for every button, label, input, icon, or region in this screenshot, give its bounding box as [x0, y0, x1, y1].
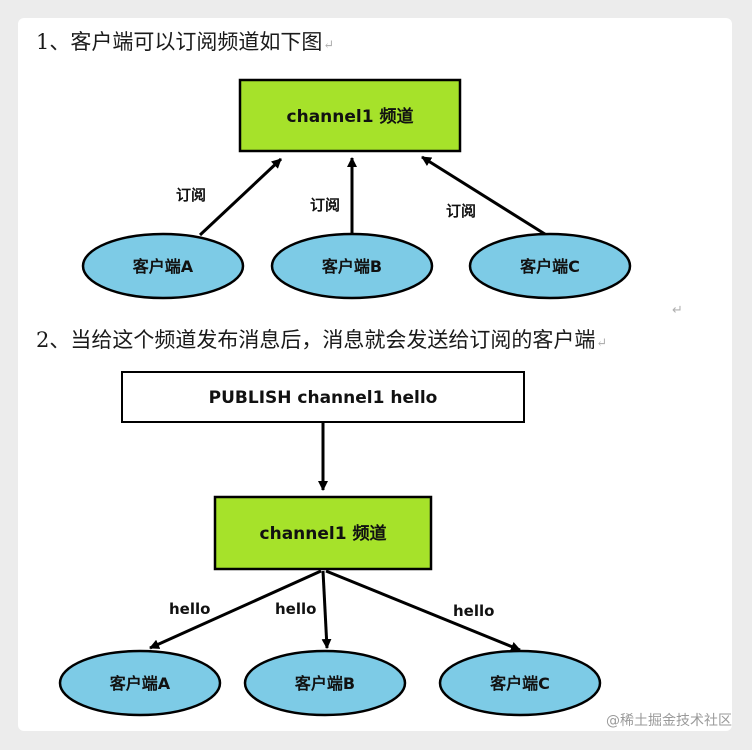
arrow-label-hello: hello	[169, 600, 210, 618]
client-c-label: 客户端C	[490, 674, 550, 693]
heading-publish-text: 2、当给这个频道发布消息后，消息就会发送给订阅的客户端	[36, 328, 596, 352]
client-a-label: 客户端A	[133, 257, 194, 276]
arrow-label-subscribe: 订阅	[176, 186, 206, 204]
deliver-arrow-b	[321, 570, 332, 649]
channel-label: channel1 频道	[260, 523, 387, 544]
arrow-label-hello: hello	[275, 600, 316, 618]
client-c-node	[438, 649, 602, 717]
client-c-node	[468, 232, 632, 300]
arrow-label-subscribe: 订阅	[446, 202, 476, 220]
subscribe-arrow-a	[198, 157, 283, 237]
client-c-label: 客户端C	[520, 257, 580, 276]
heading-publish: 2、当给这个频道发布消息后，消息就会发送给订阅的客户端↵	[36, 324, 607, 354]
deliver-arrow-c	[325, 569, 521, 652]
client-b-label: 客户端B	[295, 674, 355, 693]
heading-subscribe-text: 1、客户端可以订阅频道如下图	[36, 30, 323, 54]
publish-command-label: PUBLISH channel1 hello	[209, 388, 438, 408]
channel-box	[238, 78, 462, 153]
diagram-publish: PUBLISH channel1 hello channel1 频道 hello…	[58, 371, 602, 717]
deliver-arrow-a	[149, 569, 322, 650]
client-b-label: 客户端B	[322, 257, 382, 276]
return-mark: ↵	[596, 336, 608, 351]
client-a-node	[81, 232, 245, 300]
arrow-label-subscribe: 订阅	[310, 196, 340, 214]
return-mark: ↵	[672, 303, 683, 318]
channel-box	[213, 495, 433, 571]
heading-subscribe: 1、客户端可以订阅频道如下图↵	[36, 26, 334, 56]
channel-label: channel1 频道	[287, 106, 414, 127]
diagram-subscribe: channel1 频道 订阅 订阅 订阅 客户端A 客户端B 客户端C	[81, 78, 632, 300]
client-b-node	[270, 232, 434, 300]
client-a-node	[58, 649, 222, 717]
publish-command-box	[121, 371, 525, 423]
client-a-label: 客户端A	[110, 674, 171, 693]
arrow-label-hello: hello	[453, 602, 494, 620]
client-b-node	[243, 649, 407, 717]
subscribe-arrow-c	[421, 155, 549, 238]
return-mark: ↵	[323, 38, 335, 53]
watermark-text: @稀土掘金技术社区	[606, 713, 732, 729]
